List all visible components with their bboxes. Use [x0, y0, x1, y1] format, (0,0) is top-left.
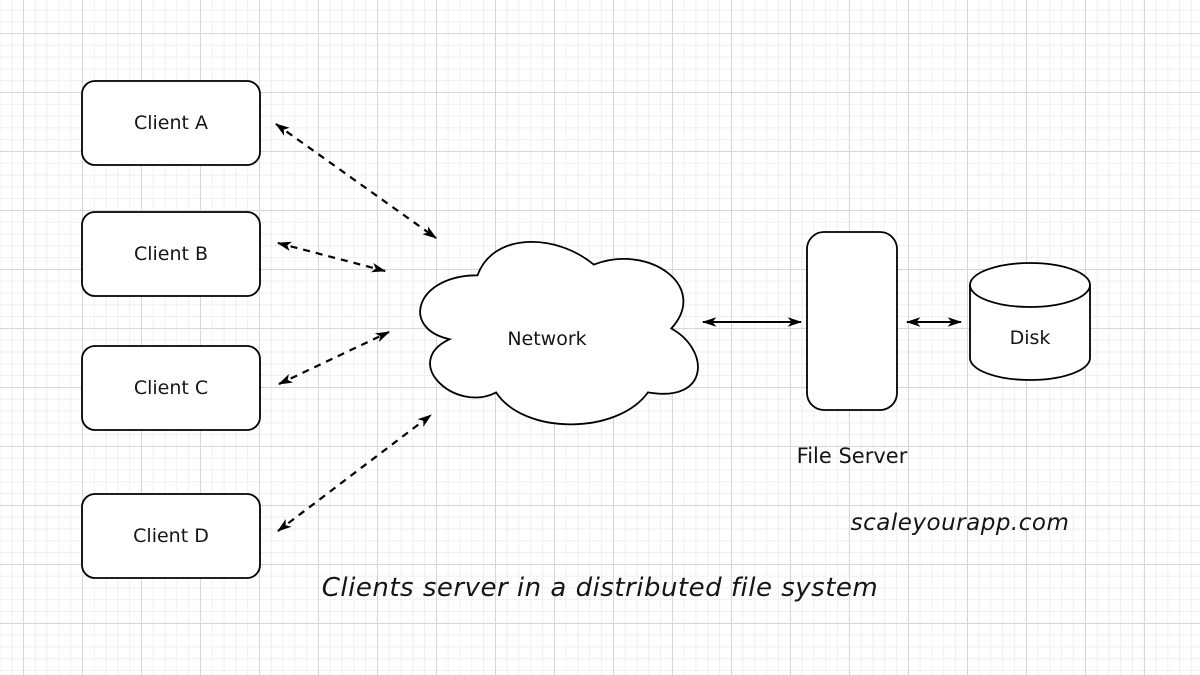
edge-client-b-network	[276, 241, 387, 273]
client-b-box	[81, 211, 261, 297]
client-c-box	[81, 345, 261, 431]
client-d-box	[81, 493, 261, 579]
disk-label: Disk	[1009, 326, 1051, 349]
network-cloud	[419, 240, 699, 426]
edge-client-c-network	[277, 331, 391, 385]
client-d-label: Client D	[133, 524, 209, 547]
disk-cylinder-body	[969, 262, 1091, 381]
edge-client-d-network	[277, 414, 432, 532]
client-a-label: Client A	[133, 111, 209, 134]
watermark-text: scaleyourapp.com	[850, 510, 1070, 537]
disk-cylinder-rim	[969, 284, 1091, 308]
network-label: Network	[507, 327, 587, 350]
file-server-box	[806, 231, 898, 411]
client-a-box	[81, 80, 261, 166]
client-b-label: Client B	[133, 242, 209, 265]
file-server-label: File Server	[796, 444, 908, 469]
diagram-caption: Clients server in a distributed file sys…	[321, 573, 879, 604]
edge-client-a-network	[275, 123, 437, 239]
client-c-label: Client C	[133, 376, 209, 399]
